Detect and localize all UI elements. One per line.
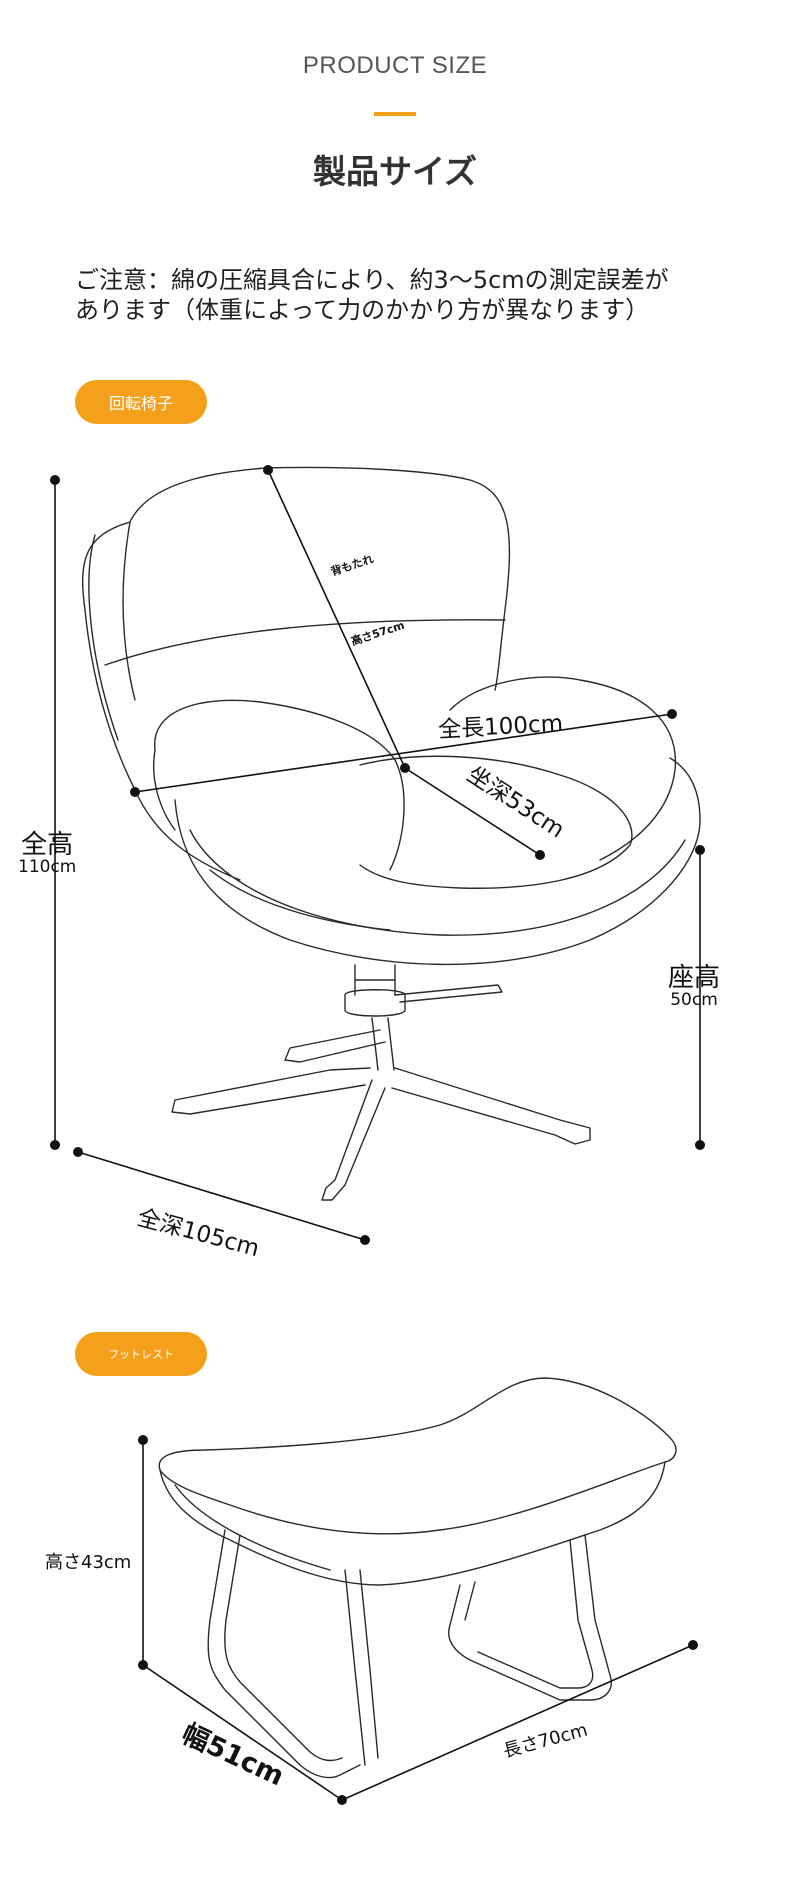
total-height-label: 全高 110cm: [18, 830, 77, 877]
seat-height-label: 座高 50cm: [668, 963, 721, 1010]
swivel-chair-diagram: [50, 465, 705, 1245]
total-length-label: 全長100cm: [437, 710, 564, 744]
title-divider: [374, 112, 416, 116]
measurement-notice: ご注意：綿の圧縮具合により、約3〜5cmの測定誤差が あります（体重によって力の…: [75, 265, 735, 325]
chair-tag: 回転椅子: [75, 380, 207, 424]
footrest-tag: フットレスト: [75, 1332, 207, 1376]
footrest-height-label: 高さ43cm: [45, 1552, 132, 1573]
section-title-en: PRODUCT SIZE: [302, 52, 488, 79]
notice-line-2: あります（体重によって力のかかり方が異なります）: [75, 296, 650, 324]
section-title-jp: 製品サイズ: [312, 152, 477, 191]
notice-line-1: ご注意：綿の圧縮具合により、約3〜5cmの測定誤差が: [75, 266, 669, 294]
footrest-diagram: [138, 1377, 698, 1805]
